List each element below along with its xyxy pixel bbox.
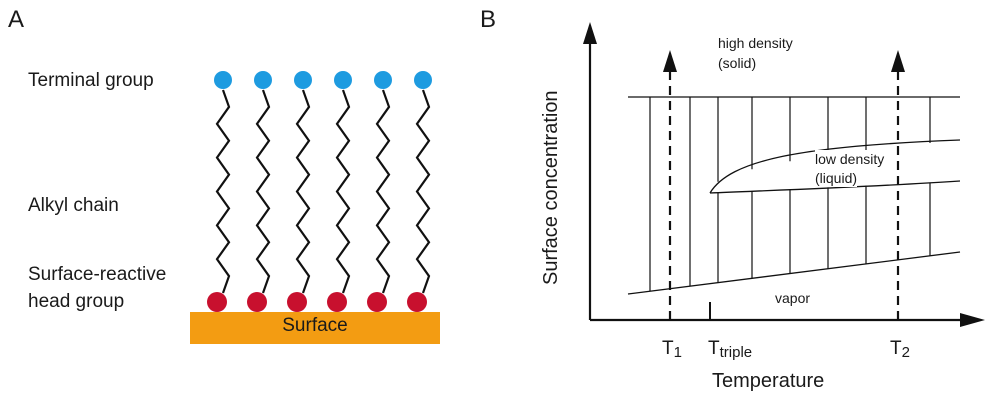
- y-axis-arrow: [583, 22, 597, 44]
- vapor-region-label: vapor: [775, 290, 811, 306]
- terminal-group-bead: [294, 71, 312, 89]
- molecule-group: [207, 71, 432, 312]
- terminal-group-bead: [414, 71, 432, 89]
- x-axis-title: Temperature: [712, 370, 825, 392]
- t1-arrow-icon: [663, 50, 677, 72]
- terminal-group-bead: [334, 71, 352, 89]
- terminal-group-bead: [374, 71, 392, 89]
- surface-substrate: [190, 312, 440, 344]
- coexistence-hatching: [649, 97, 931, 292]
- alkyl-chain: [215, 89, 231, 294]
- terminal-group-bead: [254, 71, 272, 89]
- t1-label: T1: [662, 338, 682, 361]
- head-group-label-line2: head group: [28, 291, 125, 312]
- head-group-bead: [207, 292, 227, 312]
- t2-label: T2: [890, 338, 910, 361]
- solid-region-label-line2: (solid): [718, 55, 757, 71]
- alkyl-chain-label: Alkyl chain: [28, 195, 119, 216]
- alkyl-chain: [255, 89, 271, 294]
- head-group-bead: [287, 292, 307, 312]
- surface-label: Surface: [282, 315, 348, 336]
- t2-arrow-icon: [891, 50, 905, 72]
- ttriple-label: Ttriple: [708, 338, 753, 361]
- liquid-upper-boundary: [709, 139, 961, 194]
- liquid-region-label-line2: (liquid): [815, 169, 858, 187]
- monolayer-illustration: [190, 71, 440, 344]
- head-group-label-line1: Surface-reactive: [28, 264, 167, 285]
- terminal-group-bead: [214, 71, 232, 89]
- head-group-bead: [367, 292, 387, 312]
- panel-a-letter: A: [8, 6, 25, 33]
- y-axis-title: Surface concentration: [540, 90, 562, 285]
- alkyl-chain: [415, 89, 431, 294]
- vapor-boundary: [627, 251, 961, 295]
- head-group-bead: [407, 292, 427, 312]
- head-group-bead: [327, 292, 347, 312]
- liquid-region-label-line1: low density: [815, 150, 885, 168]
- panel-b-letter: B: [480, 6, 497, 33]
- alkyl-chain: [335, 89, 351, 294]
- alkyl-chain: [295, 89, 311, 294]
- terminal-group-label: Terminal group: [28, 70, 154, 91]
- head-group-bead: [247, 292, 267, 312]
- x-axis-arrow: [960, 313, 985, 327]
- alkyl-chain: [375, 89, 391, 294]
- solid-region-label-line1: high density: [718, 35, 793, 51]
